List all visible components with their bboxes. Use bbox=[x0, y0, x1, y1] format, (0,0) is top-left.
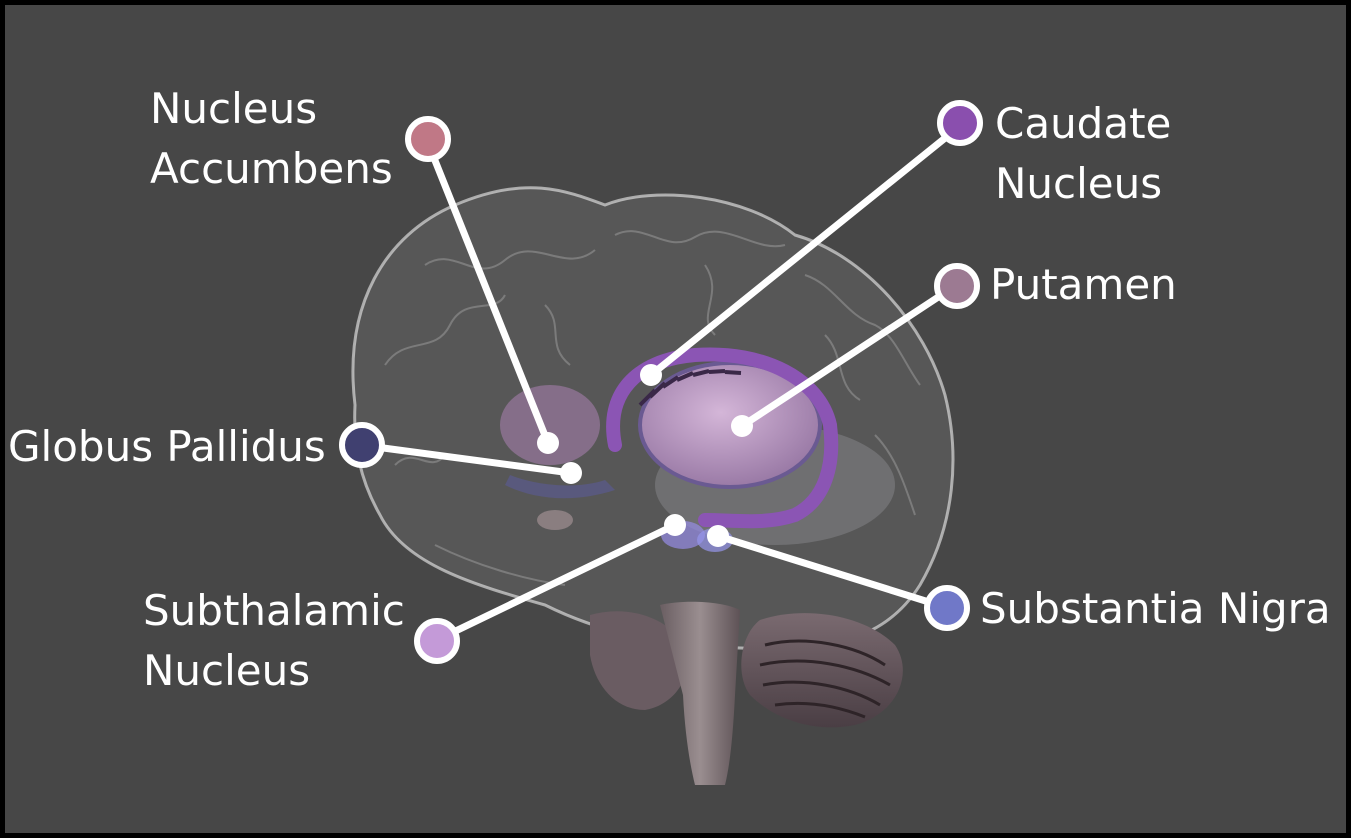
marker-substantia-nigra bbox=[927, 588, 967, 628]
label-subthalamic-nucleus: Subthalamic Nucleus bbox=[143, 581, 405, 701]
cerebellum bbox=[741, 613, 903, 727]
anchor-putamen bbox=[731, 415, 753, 437]
marker-caudate-nucleus bbox=[940, 103, 980, 143]
diagram-frame: Nucleus Accumbens Caudate Nucleus Putame… bbox=[5, 5, 1346, 833]
label-nucleus-accumbens: Nucleus Accumbens bbox=[150, 79, 393, 199]
anchor-substantia-nigra bbox=[707, 525, 729, 547]
anchor-subthalamic-nucleus bbox=[664, 514, 686, 536]
label-substantia-nigra: Substantia Nigra bbox=[980, 579, 1331, 639]
anchor-nucleus-accumbens bbox=[537, 432, 559, 454]
label-putamen: Putamen bbox=[990, 255, 1177, 315]
anchor-globus-pallidus bbox=[560, 462, 582, 484]
optic-bulb bbox=[537, 510, 573, 530]
label-caudate-nucleus: Caudate Nucleus bbox=[995, 94, 1346, 214]
anchor-caudate-nucleus bbox=[640, 364, 662, 386]
label-globus-pallidus: Globus Pallidus bbox=[8, 417, 326, 477]
marker-subthalamic-nucleus bbox=[417, 621, 457, 661]
marker-globus-pallidus bbox=[342, 425, 382, 465]
marker-putamen bbox=[937, 266, 977, 306]
marker-nucleus-accumbens bbox=[408, 119, 448, 159]
